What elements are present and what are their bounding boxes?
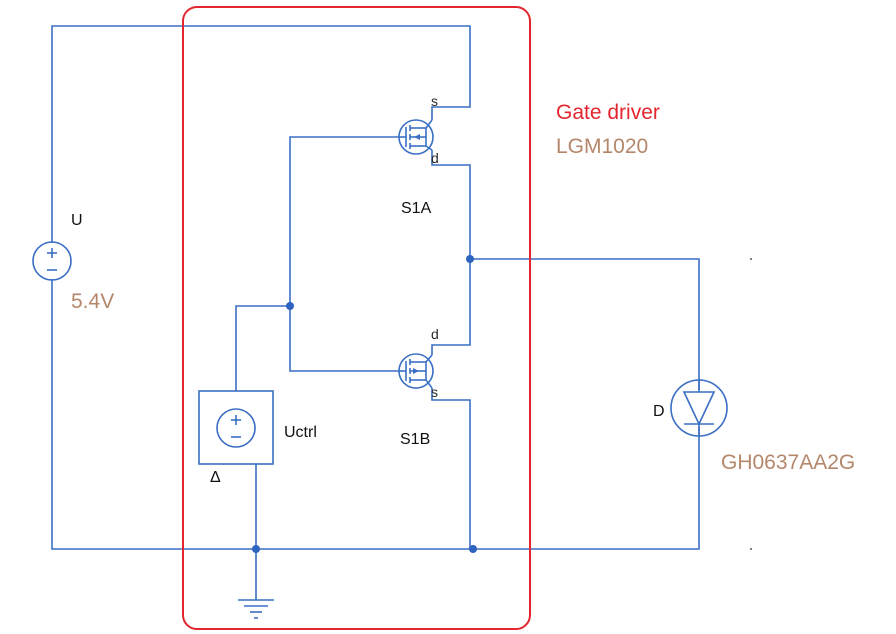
stray-dot	[750, 548, 752, 550]
diode-part: GH0637AA2G	[721, 451, 855, 474]
s1b-name: S1B	[400, 431, 430, 448]
gate-driver-highlight-box	[182, 6, 531, 630]
ground-icon	[238, 599, 274, 619]
s1a-name: S1A	[401, 200, 432, 217]
wire-gate-bottom	[289, 306, 400, 372]
junction-node	[469, 545, 477, 553]
junction-node	[466, 255, 474, 263]
wire-top-rail	[51, 25, 471, 243]
wire-output	[470, 258, 700, 390]
wires	[51, 25, 700, 600]
diode-name: D	[653, 403, 665, 420]
source-uctrl-marker: Δ	[210, 469, 221, 486]
junction-node	[252, 545, 260, 553]
dc-voltage-source-icon[interactable]	[32, 241, 72, 281]
wire-s1b-source	[431, 388, 471, 549]
diode-icon[interactable]	[670, 379, 728, 437]
p-mosfet-icon[interactable]	[398, 119, 434, 155]
gate-driver-part: LGM1020	[556, 135, 648, 158]
controlled-voltage-source-icon[interactable]	[198, 390, 274, 465]
s1a-pin-source: s	[431, 93, 438, 109]
source-u-name: U	[71, 212, 83, 229]
gate-driver-title: Gate driver	[556, 101, 660, 124]
wire-half-bridge	[431, 150, 471, 355]
wire-bottom-rail	[51, 279, 700, 550]
s1a-pin-drain: d	[431, 150, 439, 166]
wire-uctrl-plus	[235, 305, 290, 391]
stray-dot	[750, 258, 752, 260]
s1b-pin-drain: d	[431, 326, 439, 342]
source-u-value: 5.4V	[71, 290, 114, 313]
source-uctrl-name: Uctrl	[284, 424, 317, 441]
s1b-pin-source: s	[431, 384, 438, 400]
n-mosfet-icon[interactable]	[398, 353, 434, 389]
wire-gate-top	[289, 136, 400, 306]
junction-node	[286, 302, 294, 310]
